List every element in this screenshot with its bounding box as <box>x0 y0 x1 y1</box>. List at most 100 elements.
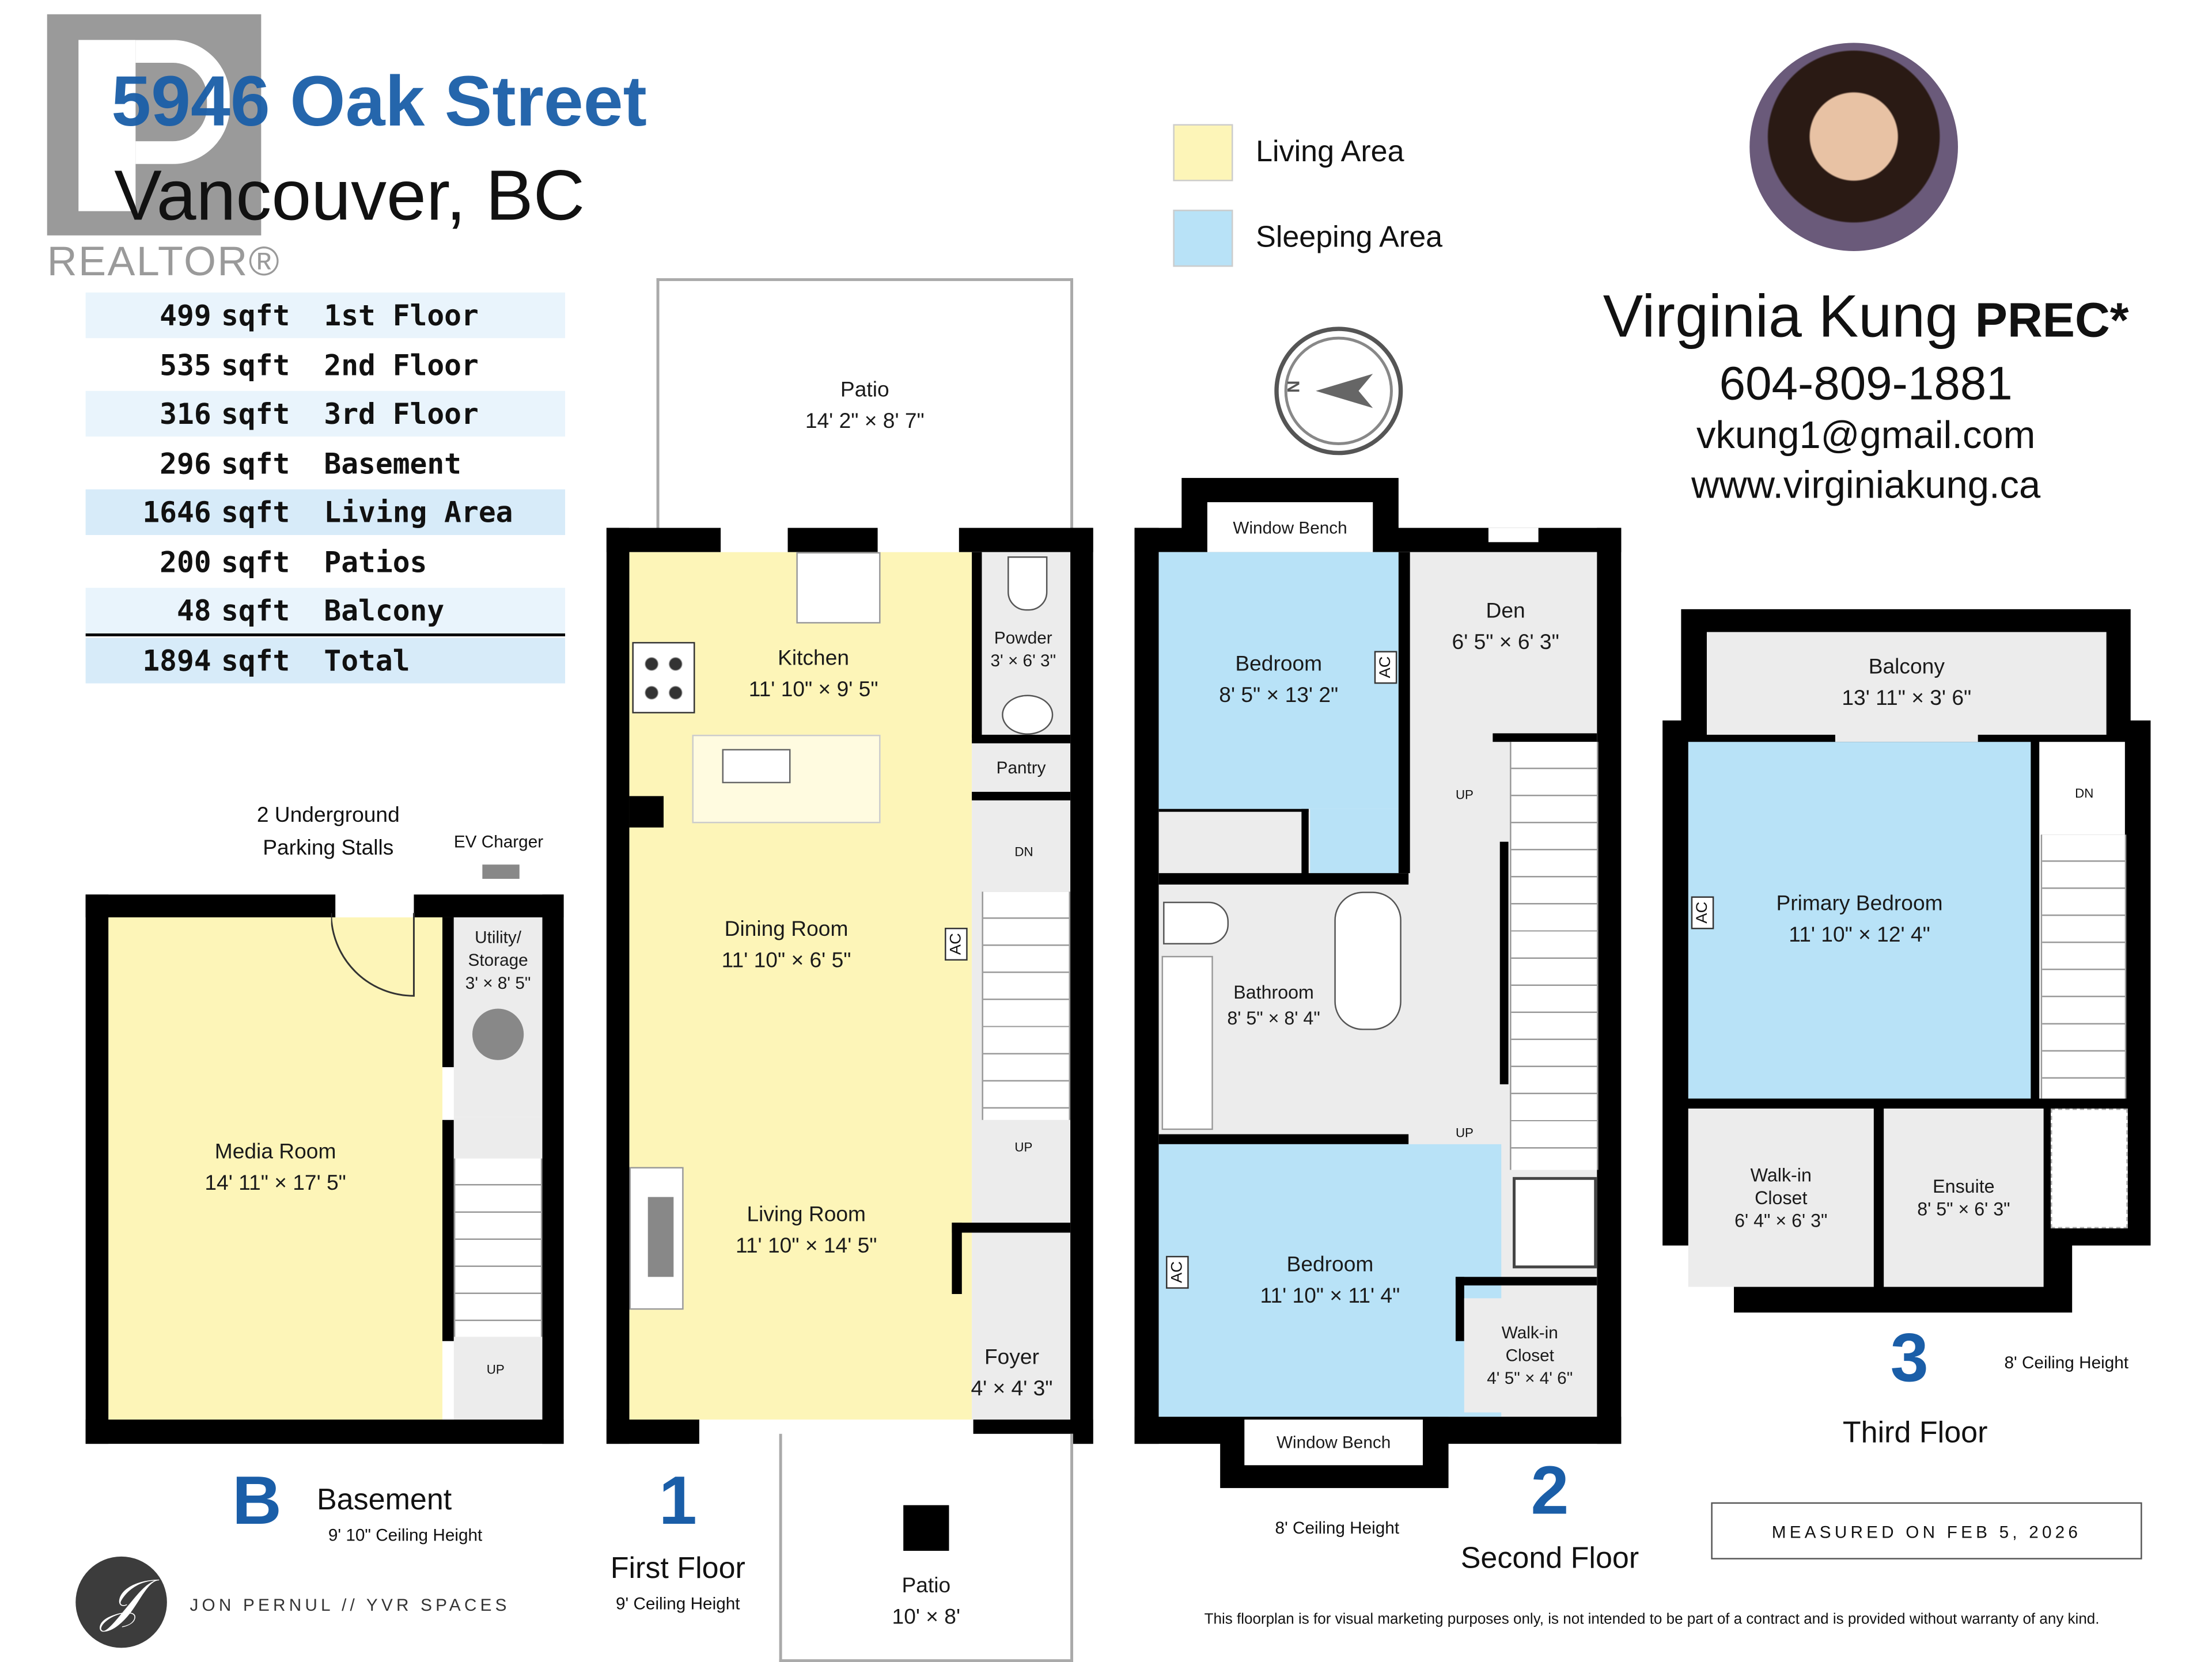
room-dims: 14' 2" × 8' 7" <box>805 408 925 433</box>
room-name: Utility/ Storage <box>468 927 528 970</box>
room-name: Ensuite <box>1933 1175 1995 1197</box>
room-powder: Powder 3' × 6' 3" <box>982 616 1065 680</box>
realtor-logo-text: REALTOR® <box>47 240 281 286</box>
legend-swatch-living <box>1173 124 1233 181</box>
area-label: Living Area <box>324 495 513 530</box>
unit: sqft <box>221 545 290 579</box>
room-bedroom-1: Bedroom 8' 5" × 13' 2" <box>1158 552 1399 809</box>
door-arc-icon <box>331 913 415 997</box>
room-foyer: Foyer 4' × 4' 3" <box>962 1334 1062 1412</box>
window-bench-top: Window Bench <box>1207 502 1373 552</box>
room-name: Foyer <box>984 1344 1039 1369</box>
sqft-value: 1646 <box>142 495 211 530</box>
sqft-value: 200 <box>160 545 211 579</box>
unit: sqft <box>221 298 290 333</box>
window-bench-bottom: Window Bench <box>1244 1420 1423 1466</box>
room-dims: 10' × 8' <box>892 1605 961 1630</box>
sqft-value: 296 <box>160 446 211 481</box>
brand-label: JON PERNUL // YVR SPACES <box>190 1595 510 1615</box>
area-label: 2nd Floor <box>324 348 479 382</box>
agent-photo <box>1749 43 1958 252</box>
bathtub-icon <box>1334 891 1402 1030</box>
city: Vancouver, BC <box>114 155 585 236</box>
room-name: Pantry <box>996 757 1046 778</box>
room-name: Media Room <box>214 1140 336 1164</box>
basement-name: Basement <box>316 1483 452 1517</box>
third-floor-number: 3 <box>1890 1321 1929 1397</box>
ev-charger-label: EV Charger <box>453 832 544 852</box>
room-name: Powder <box>994 627 1052 647</box>
room-name: Patio <box>840 377 889 402</box>
post-icon <box>903 1505 949 1551</box>
second-floor-name: Second Floor <box>1460 1542 1639 1576</box>
room-dims: 14' 11" × 17' 5" <box>204 1171 346 1196</box>
room-name: Bathroom <box>1233 981 1314 1003</box>
agent-name-block: Virginia Kung PREC* <box>1513 283 2212 351</box>
shower-icon <box>2051 1108 2128 1229</box>
area-label: 1st Floor <box>324 298 479 333</box>
room-pantry: Pantry <box>972 743 1070 792</box>
realtor-logo <box>47 14 262 236</box>
room-patio-top: Patio 14' 2" × 8' 7" <box>656 278 1074 531</box>
basement-ceiling: 9' 10" Ceiling Height <box>328 1525 483 1546</box>
unit: sqft <box>221 446 290 481</box>
room-name: Walk-in Closet <box>1750 1163 1812 1208</box>
unit: sqft <box>221 348 290 382</box>
room-patio-bottom: Patio 10' × 8' <box>779 1433 1074 1662</box>
legend-label-living: Living Area <box>1256 135 1404 169</box>
measured-date-box: MEASURED ON FEB 5, 2026 <box>1711 1502 2142 1559</box>
room-balcony: Balcony 13' 11" × 3' 6" <box>1706 632 2107 735</box>
unit: sqft <box>221 396 290 431</box>
room-dims: 3' × 8' 5" <box>465 973 531 993</box>
agent-email[interactable]: vkung1@gmail.com <box>1696 413 2036 457</box>
first-floor-stairs[interactable] <box>982 891 1071 1120</box>
sqft-value: 316 <box>160 396 211 431</box>
unit: sqft <box>221 593 290 628</box>
fireplace-icon <box>629 1167 684 1310</box>
stairs-dn-label: DN <box>1014 844 1033 859</box>
vanity-icon <box>1161 955 1213 1130</box>
total-divider <box>85 633 566 636</box>
room-dims: 3' × 6' 3" <box>990 650 1056 670</box>
room-name: Kitchen <box>778 646 850 670</box>
basement-stairs[interactable] <box>453 1158 543 1337</box>
room-dims: 11' 10" × 11' 4" <box>1260 1283 1400 1308</box>
room-dims: 8' 5" × 8' 4" <box>1227 1007 1320 1029</box>
agent-website[interactable]: www.virginiakung.ca <box>1691 464 2041 507</box>
room-bathroom: Bathroom 8' 5" × 8' 4" <box>1199 956 1349 1056</box>
ac-unit: AC <box>1374 650 1397 684</box>
room-utility: Utility/ Storage 3' × 8' 5" <box>453 917 543 1117</box>
room-dims: 11' 10" × 12' 4" <box>1789 923 1930 947</box>
first-floor-name: First Floor <box>610 1552 745 1585</box>
legend-label-sleeping: Sleeping Area <box>1256 221 1443 254</box>
sqft-value: 1894 <box>142 643 211 678</box>
sink-icon <box>1002 695 1054 735</box>
room-dims: 4' × 4' 3" <box>971 1376 1053 1401</box>
stairs-up-label: UP <box>1014 1140 1033 1155</box>
third-floor-ceiling: 8' Ceiling Height <box>2004 1352 2129 1373</box>
room-den: Den 6' 5" × 6' 3" <box>1413 571 1599 685</box>
agent-phone[interactable]: 604-809-1881 <box>1719 356 2013 410</box>
ac-unit: AC <box>945 927 968 961</box>
sqft-value: 499 <box>160 298 211 333</box>
room-name: Window Bench <box>1276 1432 1391 1452</box>
street-address: 5946 Oak Street <box>111 61 647 142</box>
range-hood <box>796 552 881 624</box>
room-media: Media Room 14' 11" × 17' 5" <box>108 917 442 1420</box>
compass-icon: N <box>1274 327 1403 456</box>
room-walkin-closet: Walk-in Closet 4' 5" × 4' 6" <box>1464 1298 1596 1413</box>
room-dims: 11' 10" × 9' 5" <box>748 677 878 701</box>
sink-icon <box>722 749 791 784</box>
room-dims: 4' 5" × 4' 6" <box>1487 1368 1573 1388</box>
ac-unit: AC <box>1691 895 1714 929</box>
second-floor-stairs[interactable] <box>1510 742 1599 1170</box>
room-dims: 11' 10" × 6' 5" <box>721 948 851 973</box>
room-name: Den <box>1486 599 1525 624</box>
third-floor-stairs[interactable] <box>2040 834 2127 1099</box>
ev-charger-icon <box>482 864 520 879</box>
